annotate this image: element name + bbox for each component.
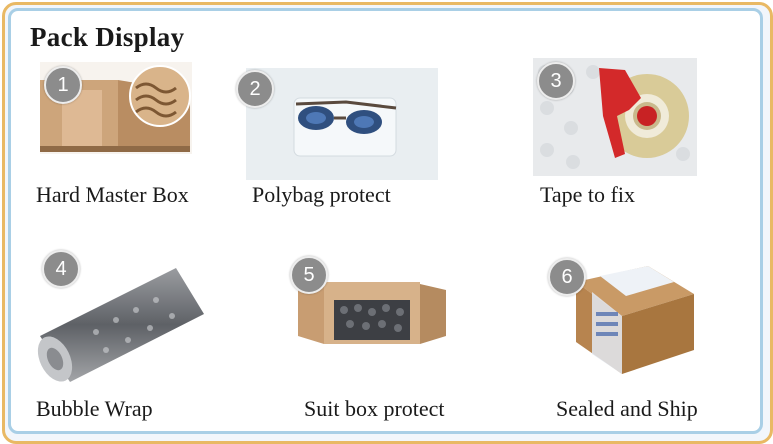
step-caption: Hard Master Box: [36, 182, 189, 207]
sunglasses-polybag-icon: [246, 68, 438, 180]
step-number-badge: 4: [42, 250, 80, 288]
bubble-wrap-roll-icon: [36, 262, 208, 386]
cardboard-box-icon: [40, 62, 192, 154]
step-number-badge: 2: [236, 70, 274, 108]
step-number-badge: 6: [548, 258, 586, 296]
step-caption: Tape to fix: [540, 182, 635, 207]
step-caption: Bubble Wrap: [36, 396, 153, 421]
sealed-parcel-icon: [566, 262, 696, 376]
step-number-badge: 5: [290, 256, 328, 294]
step-number-badge: 1: [44, 66, 82, 104]
page-title: Pack Display: [30, 22, 185, 52]
step-number-badge: 3: [537, 62, 575, 100]
step-caption: Suit box protect: [304, 396, 445, 421]
step-caption: Sealed and Ship: [556, 396, 698, 421]
step-caption: Polybag protect: [252, 182, 391, 207]
